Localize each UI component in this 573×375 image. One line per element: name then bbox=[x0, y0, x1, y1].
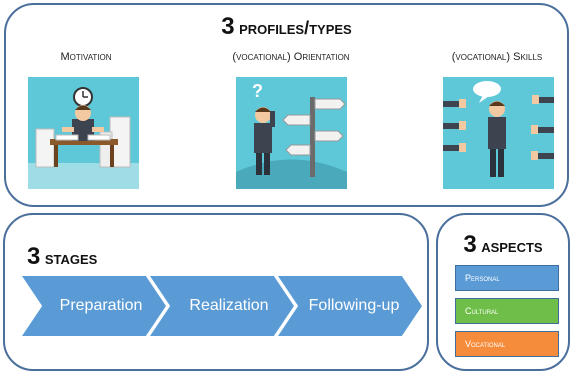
motivation-illustration bbox=[28, 77, 139, 189]
stages-panel: 3 stages Preparation Realization Followi… bbox=[3, 213, 429, 371]
profile-label-motivation: Motivation bbox=[60, 51, 112, 63]
signpost-pole bbox=[310, 97, 315, 177]
stage-chevron-following-up: Following-up bbox=[278, 276, 422, 336]
profiles-title: 3 profiles/types bbox=[6, 13, 567, 41]
thumbs-up-hands bbox=[443, 97, 554, 159]
profile-label-skills: (vocational) Skills bbox=[451, 51, 543, 63]
profiles-panel: 3 profiles/types Motivation (vocational)… bbox=[4, 3, 569, 207]
man-body bbox=[488, 117, 506, 149]
stages-title-text: stages bbox=[44, 248, 98, 268]
profiles-title-text: profiles/types bbox=[239, 18, 352, 38]
aspects-title: 3 aspects bbox=[438, 231, 568, 259]
desk bbox=[50, 139, 118, 145]
sign-arrow-left bbox=[282, 114, 311, 126]
stage-chevron-preparation: Preparation bbox=[22, 276, 166, 336]
speech-bubble-icon bbox=[473, 81, 501, 97]
stages-chevron-row: Preparation Realization Following-up bbox=[22, 276, 432, 336]
sign-arrow-right-2 bbox=[314, 130, 344, 142]
thumbs-up-icon bbox=[459, 95, 539, 160]
man-body bbox=[254, 123, 272, 153]
aspects-title-text: aspects bbox=[481, 236, 543, 256]
stages-title: 3 stages bbox=[27, 243, 97, 271]
profiles-title-number: 3 bbox=[221, 13, 235, 40]
skills-illustration bbox=[443, 77, 554, 189]
stages-title-number: 3 bbox=[27, 243, 41, 270]
question-mark-icon: ? bbox=[252, 81, 263, 101]
aspect-cultural: Cultural bbox=[455, 298, 559, 324]
aspects-title-number: 3 bbox=[463, 231, 477, 258]
stage-chevron-realization: Realization bbox=[150, 276, 294, 336]
paper-stack-left bbox=[35, 128, 55, 168]
aspect-personal: Personal bbox=[455, 265, 559, 291]
orientation-illustration: ? bbox=[236, 77, 347, 189]
aspect-vocational: Vocational bbox=[455, 331, 559, 357]
sign-arrow-right bbox=[314, 98, 346, 110]
profile-label-orientation: (vocational) Orientation bbox=[232, 51, 350, 63]
aspects-panel: 3 aspects Personal Cultural Vocational bbox=[436, 213, 570, 371]
